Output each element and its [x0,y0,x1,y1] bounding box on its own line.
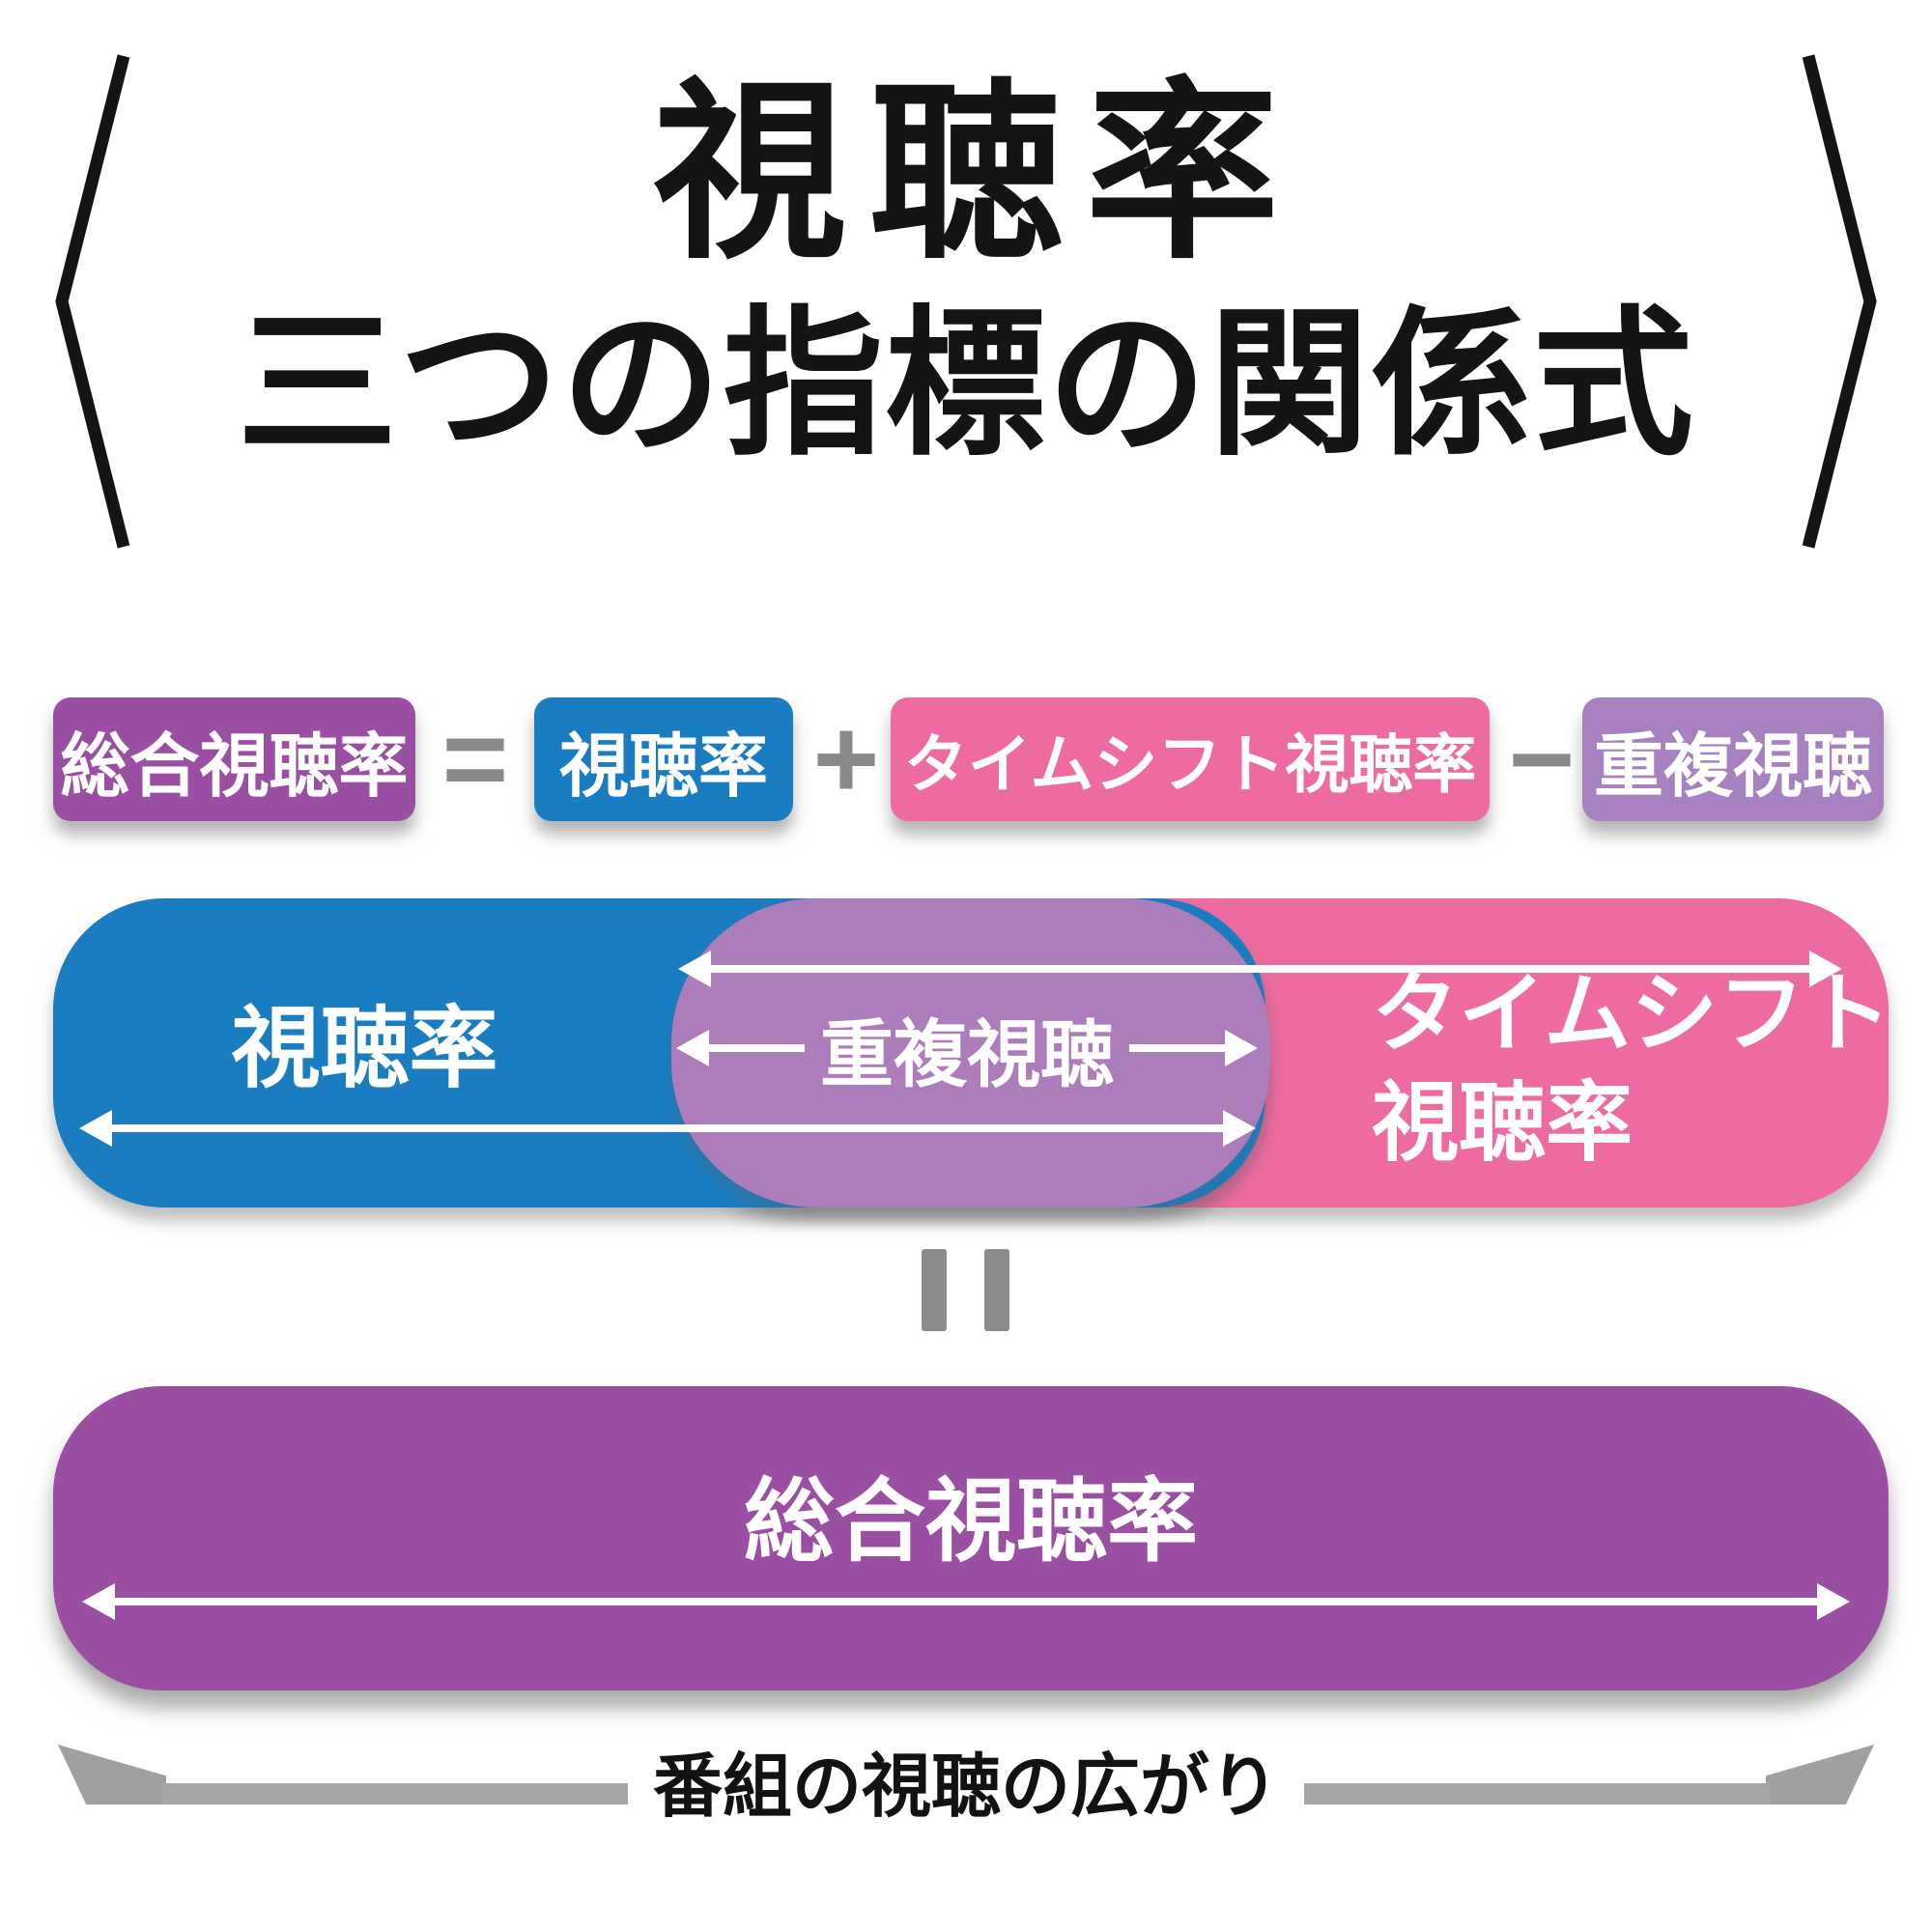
arrow-left-icon [676,1030,709,1066]
timeshift-span-arrow [678,950,1842,988]
venn-timeshift-label-line1: タイムシフト [1372,966,1892,1063]
total-rating-label: 総合視聴率 [743,1470,1198,1572]
venn-timeshift-label: タイムシフト 視聴率 [1372,960,1891,1178]
arrow-right-icon [1809,951,1842,987]
arrow-line [709,1044,805,1052]
arrow-left-icon [678,951,711,987]
rating-span-arrow [79,1109,1256,1148]
overlap-span-arrow: 重複視聴 [676,1008,1258,1096]
arrow-line [1129,1044,1225,1052]
venn-overlap-label: 重複視聴 [820,1014,1114,1096]
venn-rating-label: 視聴率 [231,1000,498,1098]
formula-box-duplicate-viewing: 重複視聴 [1582,697,1884,821]
arrow-line [711,965,1809,973]
page-title-line2: 三つの指標の関係式 [237,296,1695,474]
formula-operator-equals: = [441,696,509,823]
total-span-arrow [82,1582,1850,1621]
formula-operator-plus: + [812,696,880,823]
arrow-left-icon [82,1583,115,1620]
arrow-line [112,1124,1223,1132]
page-title-line1: 視聴率 [652,66,1302,281]
arrow-right-icon [1225,1030,1258,1066]
total-rating-capsule [53,1386,1889,1690]
equals-rotated-icon [984,1249,1009,1331]
venn-overlap-capsule [671,898,1270,1208]
footer-label: 番組の視聴の広がり [627,1745,1304,1830]
arrow-left-icon [79,1110,112,1147]
formula-box-timeshift-rating: タイムシフト視聴率 [891,697,1490,821]
title-angle-brackets [55,54,1877,549]
formula-box-total-rating: 総合視聴率 [53,697,415,821]
footer-label-wrap: 番組の視聴の広がり [0,1745,1932,1830]
arrow-right-icon [1223,1110,1256,1147]
arrow-right-icon [1817,1583,1850,1620]
angle-bracket-left-icon [55,54,130,549]
venn-timeshift-label-line2: 視聴率 [1372,1074,1633,1172]
formula-operator-minus: − [1508,696,1576,823]
arrow-line [115,1598,1817,1605]
equals-rotated-icon [922,1249,947,1331]
formula-box-rating: 視聴率 [534,697,793,821]
angle-bracket-right-icon [1802,54,1877,549]
